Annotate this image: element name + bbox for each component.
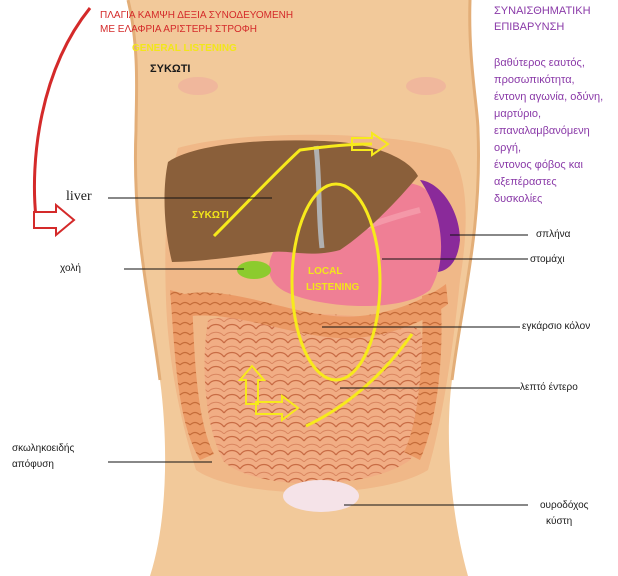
general-listening-label: GENERAL LISTENING (132, 43, 237, 54)
red-arrow-right (33, 202, 76, 238)
local-listening-label-1: LOCAL (308, 266, 343, 277)
emotional-line-8: δυσκολίες (494, 193, 543, 205)
label-transverse-colon: εγκάρσιο κόλον (522, 321, 591, 332)
label-appendix-2: απόφυση (12, 459, 54, 470)
label-liver: liver (66, 189, 92, 204)
header-red-line-2: ΜΕ ΕΛΑΦΡΙΑ ΑΡΙΣΤΕΡΗ ΣΤΡΟΦΗ (100, 24, 257, 35)
emotional-line-4: επαναλαμβανόμενη (494, 125, 590, 137)
label-appendix-1: σκωληκοειδής (12, 443, 75, 454)
gallbladder (237, 261, 271, 279)
emotional-line-7: αξεπέραστες (494, 176, 557, 188)
yellow-arrow-up (237, 364, 267, 405)
yellow-arrow-top (351, 131, 390, 157)
emotional-line-3: μαρτύριο, (494, 108, 542, 120)
emotional-line-0: βαθύτερος εαυτός, (494, 57, 585, 69)
emotional-title-2: ΕΠΙΒΑΡΥΝΣΗ (494, 21, 565, 33)
nipple-left (178, 77, 218, 95)
red-curve-arrow (32, 7, 92, 219)
nipple-right (406, 77, 446, 95)
local-listening-ellipse (290, 182, 382, 382)
emotional-title-1: ΣΥΝΑΙΣΘΗΜΑΤΙΚΗ (494, 5, 591, 17)
transverse-colon (176, 284, 448, 339)
label-spleen: σπλήνα (536, 229, 571, 240)
label-small-intestine: λεπτό έντερο (520, 382, 578, 393)
label-bladder-1: ουροδόχος (540, 500, 589, 511)
label-bile: χολή (60, 263, 81, 274)
label-bladder-2: κύστη (546, 516, 573, 527)
header-red-line-1: ΠΛΑΓΙΑ ΚΑΜΨΗ ΔΕΞΙΑ ΣΥΝΟΔΕΥΟΜΕΝΗ (100, 10, 294, 21)
liver (164, 140, 418, 262)
small-intestine (204, 313, 430, 484)
yellow-curve (212, 142, 373, 238)
liver-caps-label: ΣΥΚΩΤΙ (150, 63, 191, 75)
liver-inside-label: ΣΥΚΩΤΙ (192, 210, 229, 221)
yellow-arrow-right (255, 394, 300, 422)
label-stomach: στομάχι (530, 254, 565, 265)
spleen (420, 180, 460, 272)
emotional-line-5: οργή, (494, 142, 522, 154)
descending-colon (404, 290, 442, 460)
emotional-line-2: έντονη αγωνία, οδύνη, (494, 91, 604, 103)
local-listening-label-2: LISTENING (306, 282, 360, 293)
emotional-line-1: προσωπικότητα, (494, 74, 575, 86)
urinary-bladder (283, 480, 359, 512)
yellow-sweep (305, 333, 414, 428)
ascending-colon (170, 290, 214, 460)
emotional-line-6: έντονος φόβος και (494, 159, 583, 171)
